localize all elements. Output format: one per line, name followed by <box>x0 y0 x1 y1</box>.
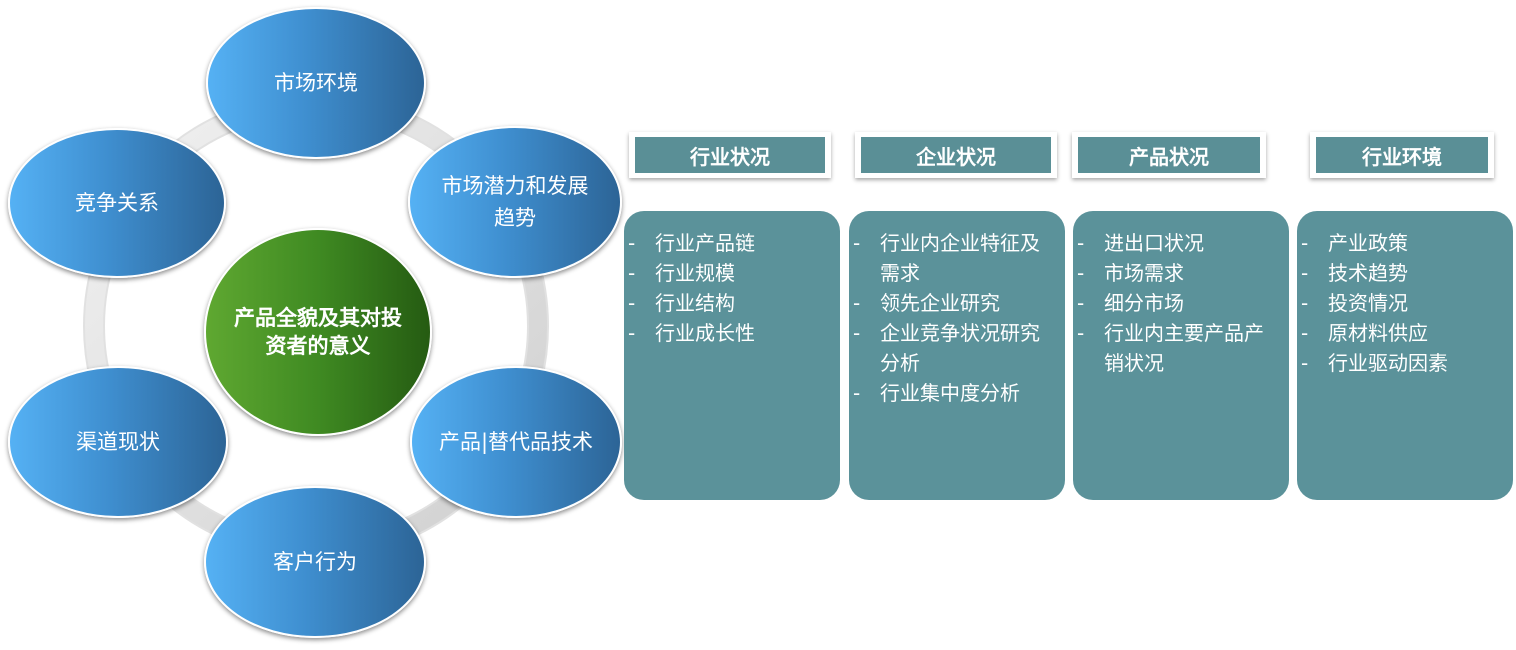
list-item: -行业规模 <box>628 258 834 288</box>
list-item: -市场需求 <box>1077 258 1283 288</box>
column-header-product-status: 产品状况 <box>1072 132 1266 178</box>
card-industry-status: -行业产品链 -行业规模 -行业结构 -行业成长性 <box>624 211 840 500</box>
list-item-text: 产业政策 <box>1328 231 1408 255</box>
bullet-dash: - <box>1301 351 1309 375</box>
list-item-text: 市场需求 <box>1104 261 1184 285</box>
card-industry-environment: -产业政策 -技术趋势 -投资情况 -原材料供应 -行业驱动因素 <box>1297 211 1513 500</box>
list-item-text: 行业成长性 <box>655 321 755 345</box>
list-item: -产业政策 <box>1301 228 1507 258</box>
list-item: -投资情况 <box>1301 288 1507 318</box>
list-item: -行业集中度分析 <box>853 378 1059 408</box>
bullet-dash: - <box>853 291 861 315</box>
list-item: -细分市场 <box>1077 288 1283 318</box>
list-item-text: 原材料供应 <box>1328 321 1428 345</box>
bullet-dash: - <box>1301 231 1309 255</box>
bullet-dash: - <box>1301 261 1309 285</box>
card-product-status: -进出口状况 -市场需求 -细分市场 -行业内主要产品产销状况 <box>1073 211 1289 500</box>
column-header-product-status-label: 产品状况 <box>1078 137 1260 173</box>
node-market-potential: 市场潜力和发展趋势 <box>408 126 622 278</box>
card-enterprise-status: -行业内企业特征及需求 -领先企业研究 -企业竞争状况研究分析 -行业集中度分析 <box>849 211 1065 500</box>
node-competition: 竞争关系 <box>8 128 226 278</box>
list-item: -进出口状况 <box>1077 228 1283 258</box>
list-item-text: 进出口状况 <box>1104 231 1204 255</box>
node-product-substitute: 产品|替代品技术 <box>410 366 622 518</box>
list-item: -行业结构 <box>628 288 834 318</box>
bullet-dash: - <box>628 231 636 255</box>
column-header-enterprise-status-label: 企业状况 <box>861 137 1051 173</box>
list-item-text: 投资情况 <box>1328 291 1408 315</box>
bullet-dash: - <box>628 321 636 345</box>
bullet-dash: - <box>1301 291 1309 315</box>
bullet-dash: - <box>853 381 861 405</box>
bullet-dash: - <box>1077 231 1085 255</box>
center-node-label: 产品全貌及其对投资者的意义 <box>234 306 402 358</box>
column-header-enterprise-status: 企业状况 <box>855 132 1057 178</box>
column-header-industry-status-label: 行业状况 <box>635 137 825 173</box>
list-item: -行业成长性 <box>628 318 834 348</box>
list-item: -行业内企业特征及需求 <box>853 228 1059 288</box>
bullet-dash: - <box>1077 321 1085 345</box>
bullet-dash: - <box>853 231 861 255</box>
list-item-text: 行业结构 <box>655 291 735 315</box>
list-item-text: 行业产品链 <box>655 231 755 255</box>
node-customer-behavior-label: 客户行为 <box>273 550 357 574</box>
list-item-text: 技术趋势 <box>1328 261 1408 285</box>
bullet-dash: - <box>628 291 636 315</box>
node-market-potential-label: 市场潜力和发展趋势 <box>441 174 589 230</box>
bullet-dash: - <box>1077 261 1085 285</box>
node-customer-behavior: 客户行为 <box>204 486 426 638</box>
node-competition-label: 竞争关系 <box>75 191 159 215</box>
column-header-industry-environment-label: 行业环境 <box>1316 137 1488 173</box>
list-item-text: 行业驱动因素 <box>1328 351 1448 375</box>
list-item: -原材料供应 <box>1301 318 1507 348</box>
bullet-dash: - <box>853 321 861 345</box>
bullet-dash: - <box>1077 291 1085 315</box>
list-item: -领先企业研究 <box>853 288 1059 318</box>
list-item-text: 领先企业研究 <box>880 291 1000 315</box>
bullet-dash: - <box>628 261 636 285</box>
center-node: 产品全貌及其对投资者的意义 <box>204 228 432 436</box>
node-market-environment-label: 市场环境 <box>274 71 358 95</box>
list-item: -企业竞争状况研究分析 <box>853 318 1059 378</box>
list-item: -行业内主要产品产销状况 <box>1077 318 1283 378</box>
list-item-text: 行业内企业特征及需求 <box>880 231 1040 285</box>
bullet-dash: - <box>1301 321 1309 345</box>
column-header-industry-status: 行业状况 <box>629 132 831 178</box>
list-item-text: 细分市场 <box>1104 291 1184 315</box>
node-product-substitute-label: 产品|替代品技术 <box>438 430 594 454</box>
list-item: -行业产品链 <box>628 228 834 258</box>
list-item: -技术趋势 <box>1301 258 1507 288</box>
node-market-environment: 市场环境 <box>206 7 426 159</box>
list-item-text: 行业规模 <box>655 261 735 285</box>
node-channel-status: 渠道现状 <box>8 366 228 518</box>
node-channel-status-label: 渠道现状 <box>76 430 160 454</box>
list-item-text: 行业内主要产品产销状况 <box>1104 321 1264 375</box>
list-item: -行业驱动因素 <box>1301 348 1507 378</box>
column-header-industry-environment: 行业环境 <box>1310 132 1494 178</box>
list-item-text: 企业竞争状况研究分析 <box>880 321 1040 375</box>
list-item-text: 行业集中度分析 <box>880 381 1020 405</box>
